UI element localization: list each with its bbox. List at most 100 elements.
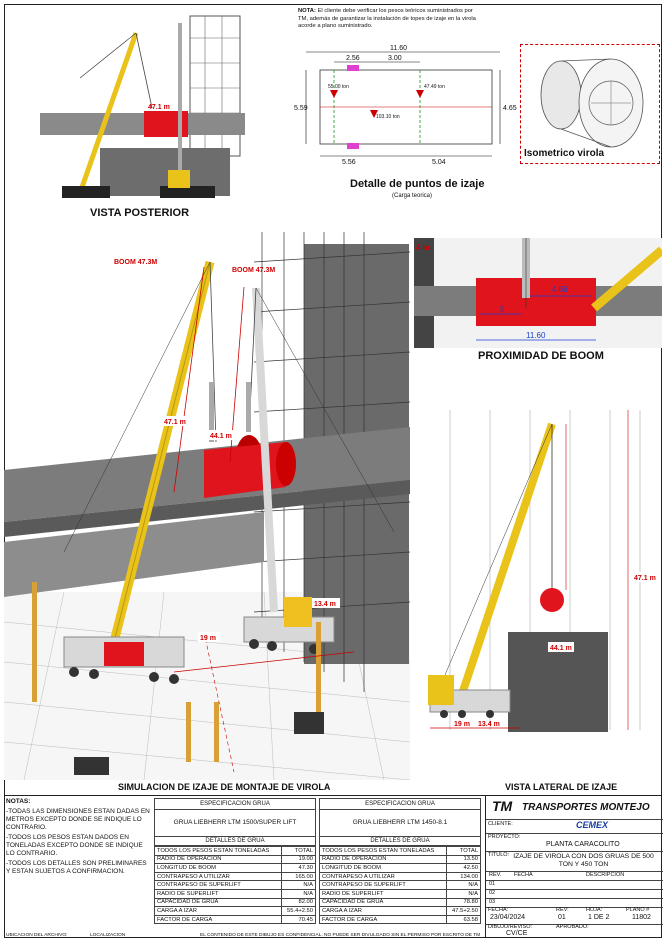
- sheet-number: 1 DE 2: [588, 914, 610, 921]
- side-length-a: 44.1 m: [550, 645, 572, 652]
- spec-2-crane: GRUA LIEBHERR LTM 1450-8.1: [319, 810, 481, 837]
- sim-radius-a: 19 m: [200, 635, 216, 642]
- revision-header: REV. FECHA DESCRIPCION: [486, 871, 663, 881]
- revision-row: 03: [486, 898, 663, 908]
- side-radius-b: 13.4 m: [478, 721, 500, 728]
- notes-title: NOTAS:: [6, 798, 31, 805]
- dim-b: 3.00: [388, 55, 402, 62]
- proximity-short-label: 5: [500, 305, 505, 314]
- rear-view-title: VISTA POSTERIOR: [90, 207, 190, 219]
- drawn-by: CV/CE: [506, 930, 528, 937]
- note-item: -TODOS LOS PESOS ESTAN DADOS EN TONELADA…: [6, 834, 143, 857]
- client-logo: CEMEX: [576, 820, 609, 830]
- top-note-text: El cliente debe verificar los pesos teór…: [298, 8, 476, 29]
- simulation-drawing: BOOM 47.3M BOOM 47.3M 47.1 m 44.1 m 19 m…: [4, 232, 410, 780]
- proximity-gap-label: 4.66: [552, 285, 568, 294]
- client-row: CLIENTE: CEMEX: [486, 819, 663, 834]
- spec-2-col-left: TODOS LOS PESOS ESTAN TONELADAS: [318, 846, 448, 856]
- spec-2-details-header: DETALLES DE GRUA: [319, 837, 481, 846]
- file-label: UBICACION DEL ARCHIVO:: [6, 933, 68, 938]
- load-label-1: 55.00 ton: [328, 84, 349, 90]
- proximity-top-label: 4 m: [416, 243, 430, 252]
- notes-block: NOTAS: -TODAS LAS DIMENSIONES ESTAN DADA…: [6, 798, 152, 878]
- revision-row: 02: [486, 889, 663, 899]
- simulation-title: SIMULACION DE IZAJE DE MONTAJE DE VIROLA: [118, 782, 331, 792]
- spec-1-details-header: DETALLES DE GRUA: [154, 837, 316, 846]
- plan-number: 11802: [632, 914, 651, 921]
- spec-1-crane: GRUA LIEBHERR LTM 1500/SUPER LIFT: [154, 810, 316, 837]
- rear-view-length-label: 47.1 m: [148, 104, 170, 111]
- crane-spec-2: ESPECIFICACION GRUA GRUA LIEBHERR LTM 14…: [318, 798, 481, 925]
- sim-boom-label-b: BOOM 47.3M: [232, 267, 275, 274]
- dim-a: 2.56: [346, 55, 360, 62]
- top-note: NOTA: El cliente debe verificar los peso…: [298, 8, 476, 31]
- load-label-2: 47.49 ton: [424, 84, 445, 90]
- lift-points-title: Detalle de puntos de izaje: [350, 178, 485, 190]
- side-view-drawing: 44.1 m 47.1 m 19 m 13.4 m: [428, 410, 658, 732]
- title-block: TM TRANSPORTES MONTEJO CLIENTE: CEMEX PR…: [485, 795, 663, 938]
- side-length-b: 47.1 m: [634, 575, 656, 582]
- company-logo: TM TRANSPORTES MONTEJO: [486, 795, 663, 820]
- drawing-title: IZAJE DE VIROLA CON DOS GRUAS DE 500 TON…: [513, 853, 654, 868]
- client-label: CLIENTE:: [488, 821, 513, 827]
- dim-bottom-right: 5.04: [432, 159, 446, 166]
- isometric-panel: [520, 44, 660, 164]
- rear-view-panel: 47.1 m: [40, 8, 245, 208]
- drawing-title-row: TITULO: IZAJE DE VIROLA CON DOS GRUAS DE…: [486, 851, 663, 872]
- note-item: -TODOS LOS DETALLES SON PRELIMINARES Y E…: [6, 860, 147, 875]
- confidential-notice: EL CONTENIDO DE ESTE DIBUJO ES CONFIDENC…: [200, 933, 481, 938]
- drawing-rev: 01: [558, 914, 566, 921]
- boom-proximity-title: PROXIMIDAD DE BOOM: [478, 350, 604, 362]
- load-label-center: 103.10 ton: [376, 114, 400, 120]
- sim-boom-label-a: BOOM 47.3M: [114, 259, 157, 266]
- dim-height-right: 4.65: [503, 105, 517, 112]
- simulation-panel: BOOM 47.3M BOOM 47.3M 47.1 m 44.1 m 19 m…: [4, 232, 410, 780]
- spec-1-col-left: TODOS LOS PESOS ESTAN TONELADAS: [153, 846, 283, 856]
- location-label: LOCALIZACION: [90, 933, 126, 938]
- sim-length-b: 44.1 m: [210, 433, 232, 440]
- isometric-title: Isometrico virola: [522, 148, 607, 159]
- lift-points-panel: 11.60 2.56 3.00 55.00 ton 47.49 ton 103.…: [292, 40, 517, 168]
- project-row: PROYECTO: PLANTA CARACOLITO: [486, 833, 663, 852]
- title-label: TITULO:: [488, 852, 510, 858]
- spec-2-col-right: TOTAL: [446, 846, 481, 856]
- revision-row: 01: [486, 880, 663, 890]
- dim-height-left: 5.59: [294, 105, 308, 112]
- logo-initials: TM: [492, 798, 513, 814]
- crane-spec-1: ESPECIFICACION GRUA GRUA LIEBHERR LTM 15…: [153, 798, 316, 925]
- sheet-info-row: FECHA: 23/04/2024 REV: 01 HOJA: 1 DE 2 P…: [486, 907, 663, 925]
- drawing-date: 23/04/2024: [490, 914, 526, 921]
- boom-proximity-panel: 4.66 5 11.60 4 m: [414, 238, 662, 348]
- spec-1-col-right: TOTAL: [281, 846, 316, 856]
- approval-row: DIBUJO/REVISO: CV/CE APROBADO:: [488, 924, 589, 937]
- boom-proximity-drawing: 4.66 5 11.60 4 m: [414, 238, 662, 348]
- company-name: TRANSPORTES MONTEJO: [522, 802, 650, 813]
- note-item: -TODAS LAS DIMENSIONES ESTAN DADAS EN ME…: [6, 808, 150, 831]
- side-view-title: VISTA LATERAL DE IZAJE: [505, 782, 618, 792]
- proximity-length-label: 11.60: [526, 331, 546, 340]
- spec-2-header: ESPECIFICACION GRUA: [319, 798, 481, 810]
- dim-bottom-left: 5.56: [342, 159, 356, 166]
- project-label: PROYECTO:: [488, 834, 521, 840]
- spec-1-header: ESPECIFICACION GRUA: [154, 798, 316, 810]
- side-radius-a: 19 m: [454, 721, 470, 728]
- isometric-drawing: [540, 58, 644, 148]
- info-block: [4, 795, 662, 939]
- sim-length-a: 47.1 m: [164, 419, 186, 426]
